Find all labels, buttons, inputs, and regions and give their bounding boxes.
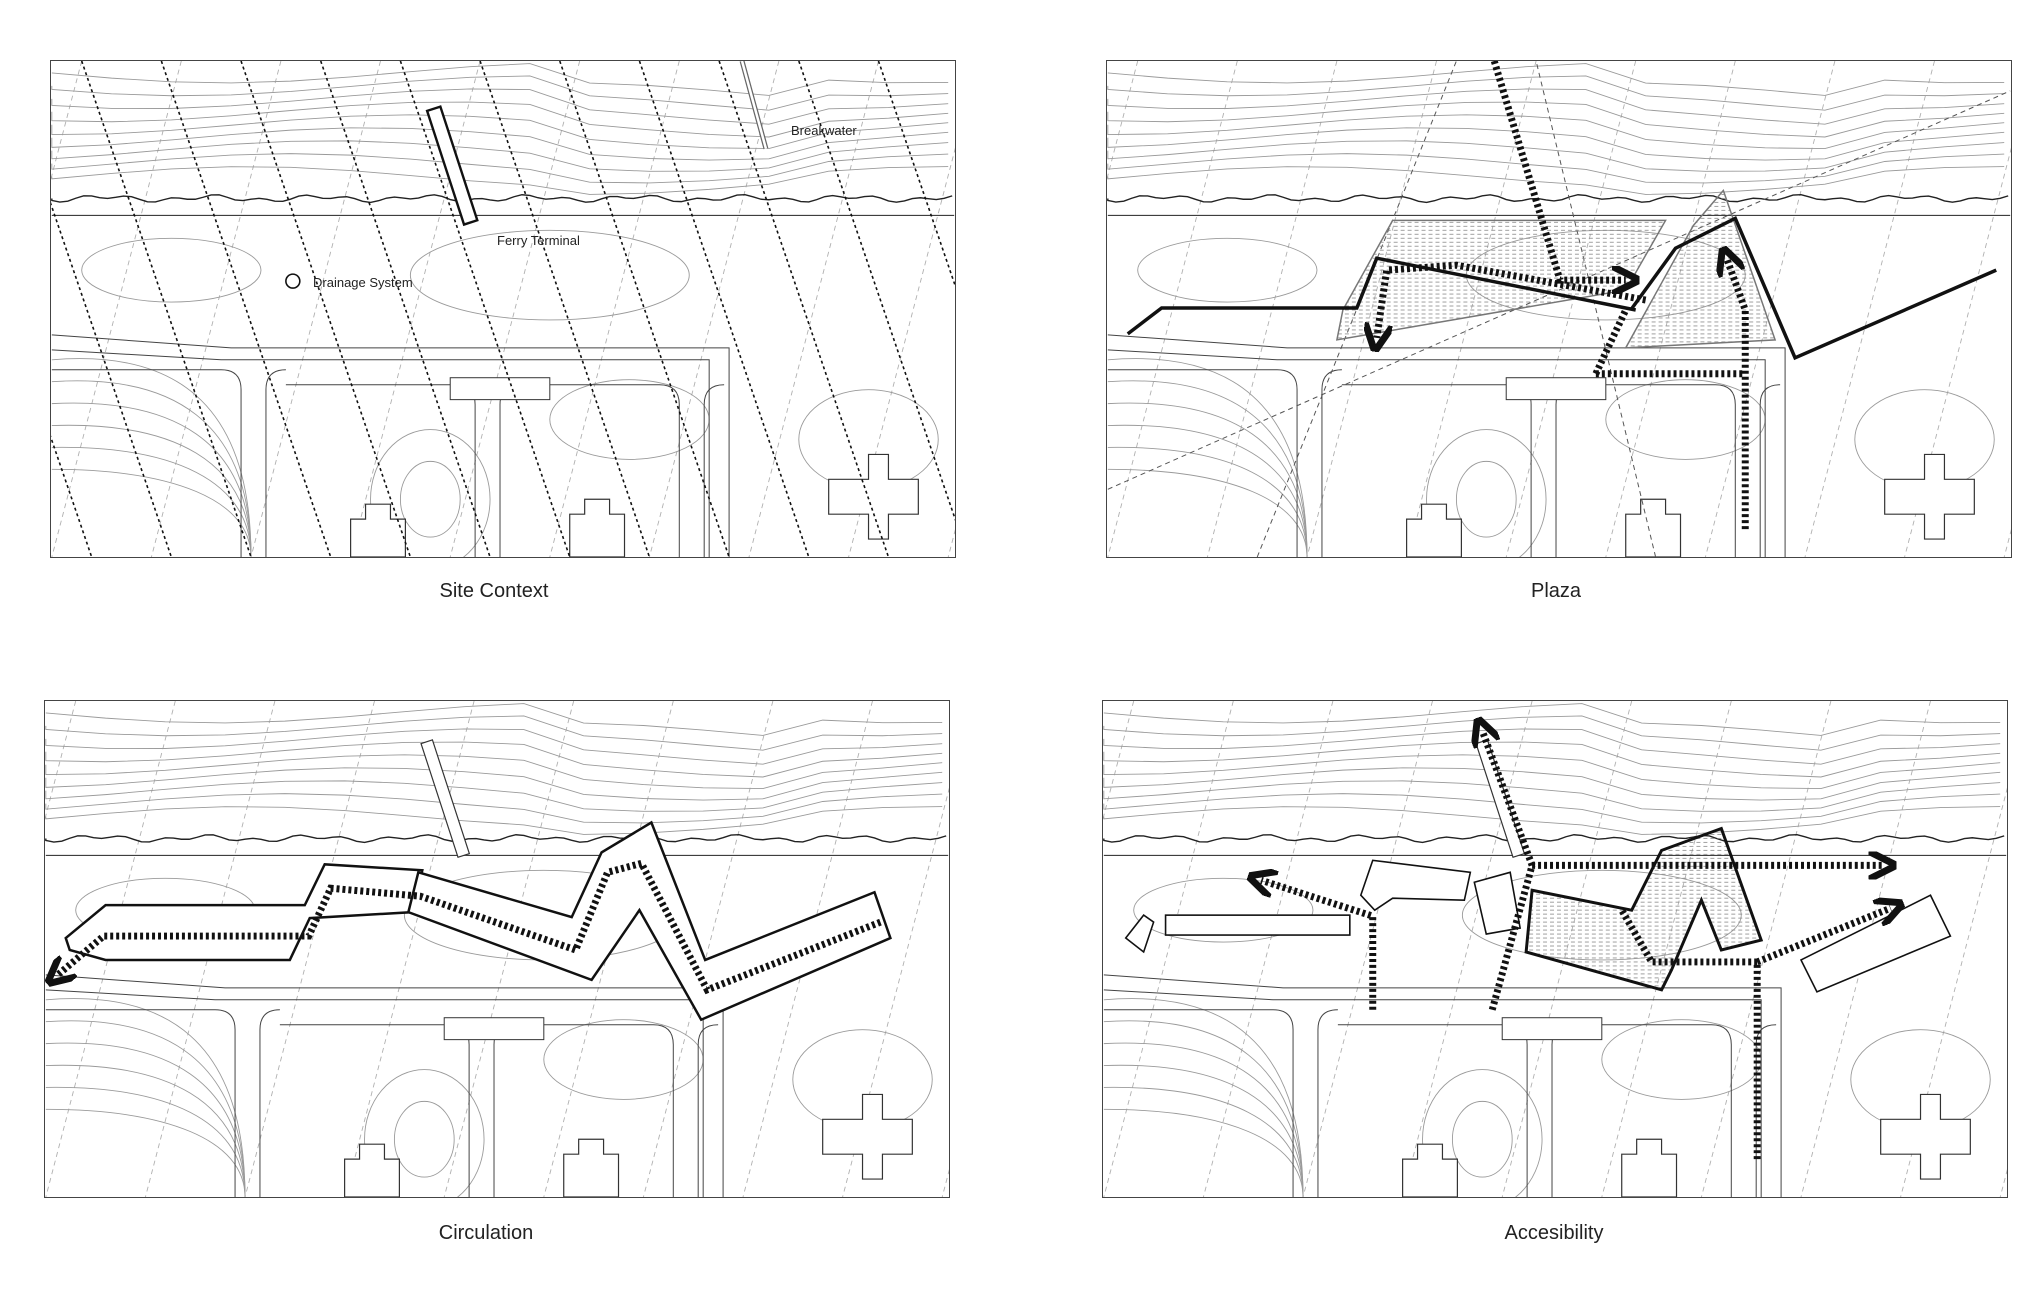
base-map bbox=[45, 701, 949, 1197]
drainage-system-marker bbox=[285, 273, 301, 289]
plaza-edge-east bbox=[1629, 215, 1997, 361]
panel-plaza bbox=[1106, 60, 2012, 558]
view-line-c bbox=[1535, 61, 1657, 557]
base-map bbox=[1107, 61, 2011, 557]
pavilion-ferry bbox=[1359, 859, 1472, 912]
circulation-path-east bbox=[1727, 260, 1749, 530]
plaza-map bbox=[1107, 61, 2011, 557]
ferry-terminal-pier bbox=[420, 739, 471, 859]
pavilion-small bbox=[1124, 914, 1155, 954]
plaza-area-west bbox=[1335, 219, 1667, 341]
access-route-west bbox=[1261, 880, 1377, 1010]
base-map bbox=[51, 61, 955, 557]
walkway-west bbox=[64, 863, 424, 962]
caption-circulation: Circulation bbox=[438, 1222, 534, 1244]
drainage-system-label: Drainage System bbox=[313, 275, 413, 290]
circulation-path-north bbox=[1490, 61, 1625, 280]
caption-site-context: Site Context bbox=[439, 580, 549, 602]
caption-accesibility: Accesibility bbox=[1504, 1222, 1604, 1244]
panel-site-context: Breakwater Ferry Terminal Drainage Syste… bbox=[50, 60, 956, 558]
breakwater-label: Breakwater bbox=[791, 123, 857, 138]
accesibility-map bbox=[1103, 701, 2007, 1197]
pavilion-north bbox=[1473, 871, 1522, 935]
ferry-terminal-label: Ferry Terminal bbox=[497, 233, 580, 248]
circulation-map bbox=[45, 701, 949, 1197]
access-route-southeast bbox=[1755, 908, 1890, 966]
site-context-map bbox=[51, 61, 955, 557]
terrain-dotted-lines bbox=[51, 61, 955, 557]
access-route-southwest bbox=[1488, 864, 1536, 1011]
caption-plaza: Plaza bbox=[1530, 580, 1582, 602]
pavilion-long bbox=[1164, 914, 1351, 936]
walkway-center bbox=[406, 820, 892, 1022]
ferry-terminal-pier bbox=[425, 105, 479, 227]
plaza-hatched bbox=[1524, 826, 1764, 992]
circulation-path-west bbox=[1377, 261, 1647, 338]
panel-circulation bbox=[44, 700, 950, 1198]
plaza-area-east bbox=[1624, 189, 1777, 349]
base-map bbox=[1103, 701, 2007, 1197]
circulation-route bbox=[58, 859, 882, 995]
panel-accesibility bbox=[1102, 700, 2008, 1198]
plaza-edge-west bbox=[1126, 256, 1637, 336]
